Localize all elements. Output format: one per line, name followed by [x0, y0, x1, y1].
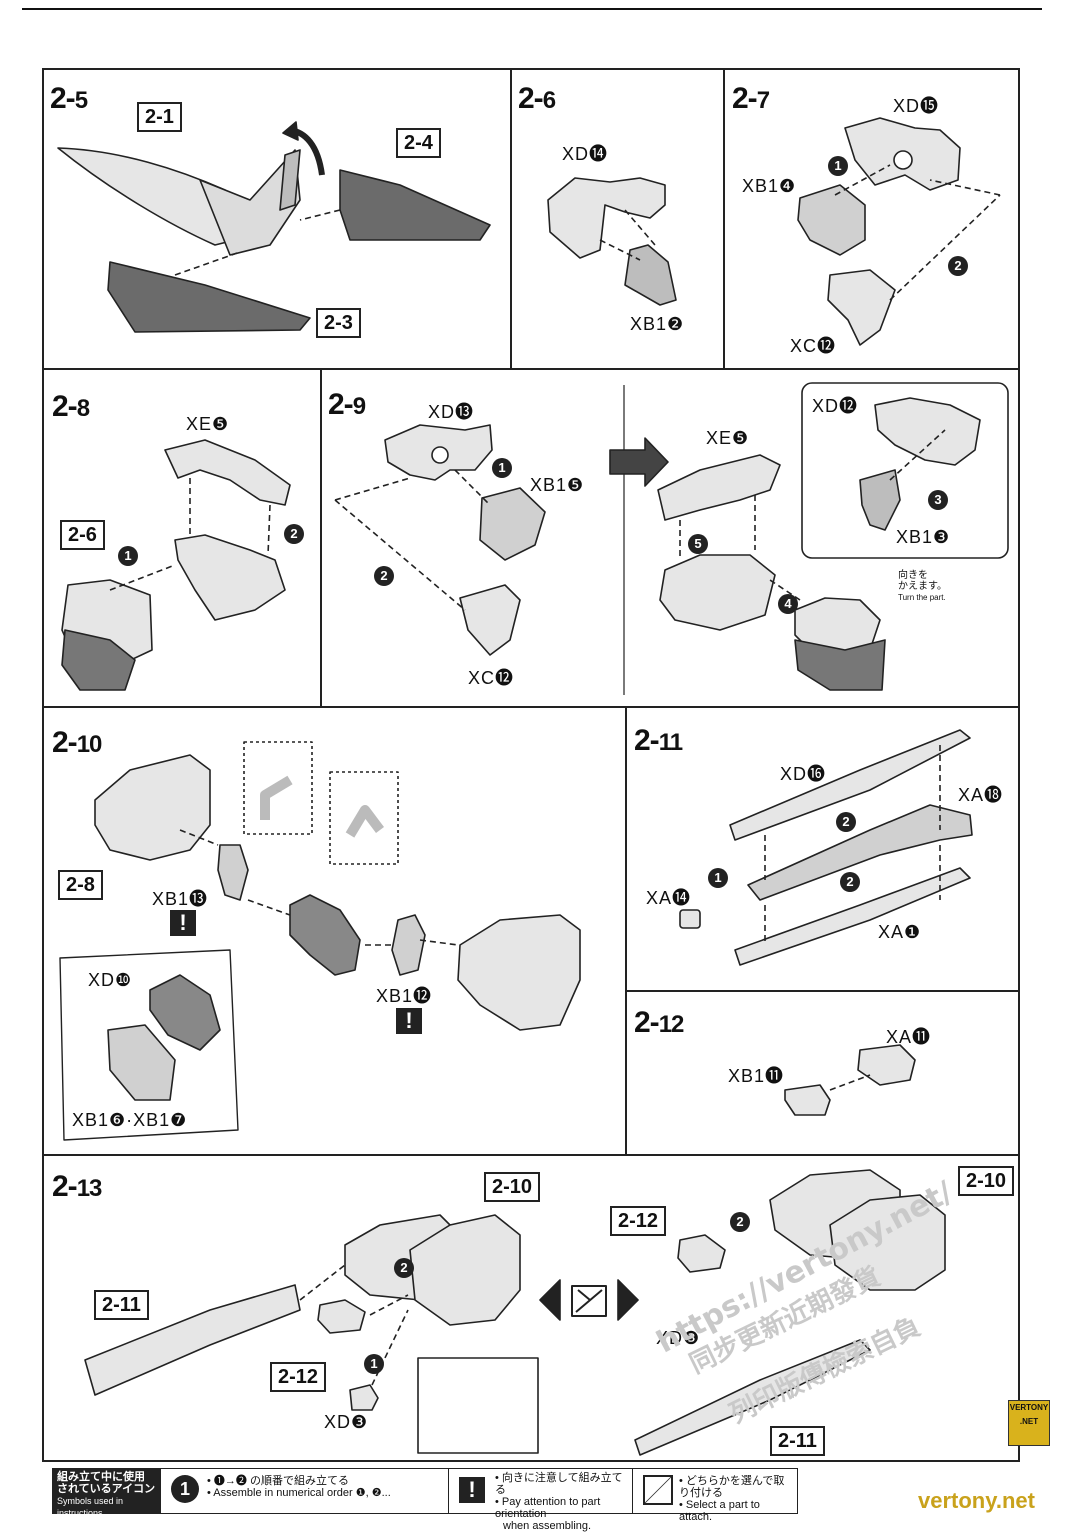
- order-number: 1: [364, 1354, 384, 1374]
- part-label: XB1❻·XB1❼: [72, 1110, 188, 1130]
- part-label: XD⓰: [780, 764, 827, 784]
- step-2-13: 2-13: [52, 1170, 102, 1203]
- part-label: XC⓬: [468, 668, 515, 688]
- order-number: 2: [948, 256, 968, 276]
- step-2-8: 2-8: [52, 390, 90, 423]
- order-number: 5: [688, 534, 708, 554]
- legend-order: • ❶→❷ の順番で組み立てる • Assemble in numerical …: [161, 1469, 449, 1513]
- icon-legend: 組み立て中に使用 されているアイコン Symbols used in instr…: [52, 1468, 798, 1532]
- part-label: XA❶: [878, 922, 922, 942]
- turn-note: 向きを かえます。 Turn the part.: [898, 570, 947, 602]
- part-label: XA⓲: [958, 785, 1004, 805]
- number-one-icon: 1: [171, 1475, 199, 1503]
- part-label: XB1⓫: [728, 1066, 785, 1086]
- order-number: 1: [118, 546, 138, 566]
- step-2-6: 2-6: [518, 82, 556, 115]
- part-label: XE❺: [706, 428, 750, 448]
- order-number: 2: [730, 1212, 750, 1232]
- footer-watermark: vertony.net: [918, 1488, 1035, 1513]
- legend-select: • どちらかを選んで取り付ける • Select a part to attac…: [679, 1475, 785, 1523]
- part-label: XD❸: [324, 1412, 369, 1432]
- order-number: 2: [374, 566, 394, 586]
- order-number: 3: [928, 490, 948, 510]
- order-number: 4: [778, 594, 798, 614]
- part-label: XB1❺: [530, 475, 585, 495]
- ref-2-11-left: 2-11: [94, 1290, 149, 1320]
- part-label: XD❸: [656, 1328, 701, 1348]
- ref-2-12-right: 2-12: [610, 1206, 667, 1236]
- panel-2-6: [510, 68, 725, 370]
- part-label: XE❺: [186, 414, 230, 434]
- order-number: 2: [284, 524, 304, 544]
- order-number: 1: [492, 458, 512, 478]
- ref-2-4: 2-4: [396, 128, 441, 158]
- order-number: 2: [836, 812, 856, 832]
- vertony-logo: VERTONY.NET: [1008, 1400, 1050, 1446]
- part-label: XB1⓭: [152, 889, 209, 909]
- step-2-5: 2-5: [50, 82, 88, 115]
- ref-2-10-right: 2-10: [958, 1166, 1015, 1196]
- step-2-12: 2-12: [634, 1006, 684, 1039]
- ref-2-12-left: 2-12: [270, 1362, 327, 1392]
- order-number: 1: [708, 868, 728, 888]
- part-label: XA⓫: [886, 1027, 932, 1047]
- ref-2-6: 2-6: [60, 520, 105, 550]
- ref-2-11-right: 2-11: [770, 1426, 825, 1456]
- order-number: 1: [828, 156, 848, 176]
- part-label: XA⓮: [646, 888, 692, 908]
- step-2-7: 2-7: [732, 82, 770, 115]
- ref-2-3: 2-3: [316, 308, 361, 338]
- part-label: XD⓯: [893, 96, 940, 116]
- part-label: XD❿: [88, 970, 133, 990]
- part-label: XD⓭: [428, 402, 475, 422]
- part-label: XD⓬: [812, 396, 859, 416]
- part-label: XB1❹: [742, 176, 797, 196]
- ref-2-10-left: 2-10: [484, 1172, 541, 1202]
- part-label: XB1⓬: [376, 986, 433, 1006]
- step-2-9: 2-9: [328, 388, 366, 421]
- legend-title: 組み立て中に使用 されているアイコン Symbols used in instr…: [53, 1469, 161, 1518]
- top-rule: [22, 8, 1042, 10]
- part-label: XB1❸: [896, 527, 951, 547]
- order-number: 2: [394, 1258, 414, 1278]
- part-label: XC⓬: [790, 336, 837, 356]
- step-2-11: 2-11: [634, 724, 683, 757]
- panel-2-11: [625, 706, 1020, 992]
- orientation-warning-icon: !: [170, 910, 196, 936]
- panel-2-12: [625, 990, 1020, 1156]
- warning-icon: !: [459, 1477, 485, 1503]
- choice-icon: [643, 1475, 673, 1505]
- orientation-warning-icon: !: [396, 1008, 422, 1034]
- part-label: XD⓮: [562, 144, 609, 164]
- ref-2-8: 2-8: [58, 870, 103, 900]
- step-2-10: 2-10: [52, 726, 102, 759]
- ref-2-1: 2-1: [137, 102, 182, 132]
- part-label: XB1❷: [630, 314, 685, 334]
- order-number: 2: [840, 872, 860, 892]
